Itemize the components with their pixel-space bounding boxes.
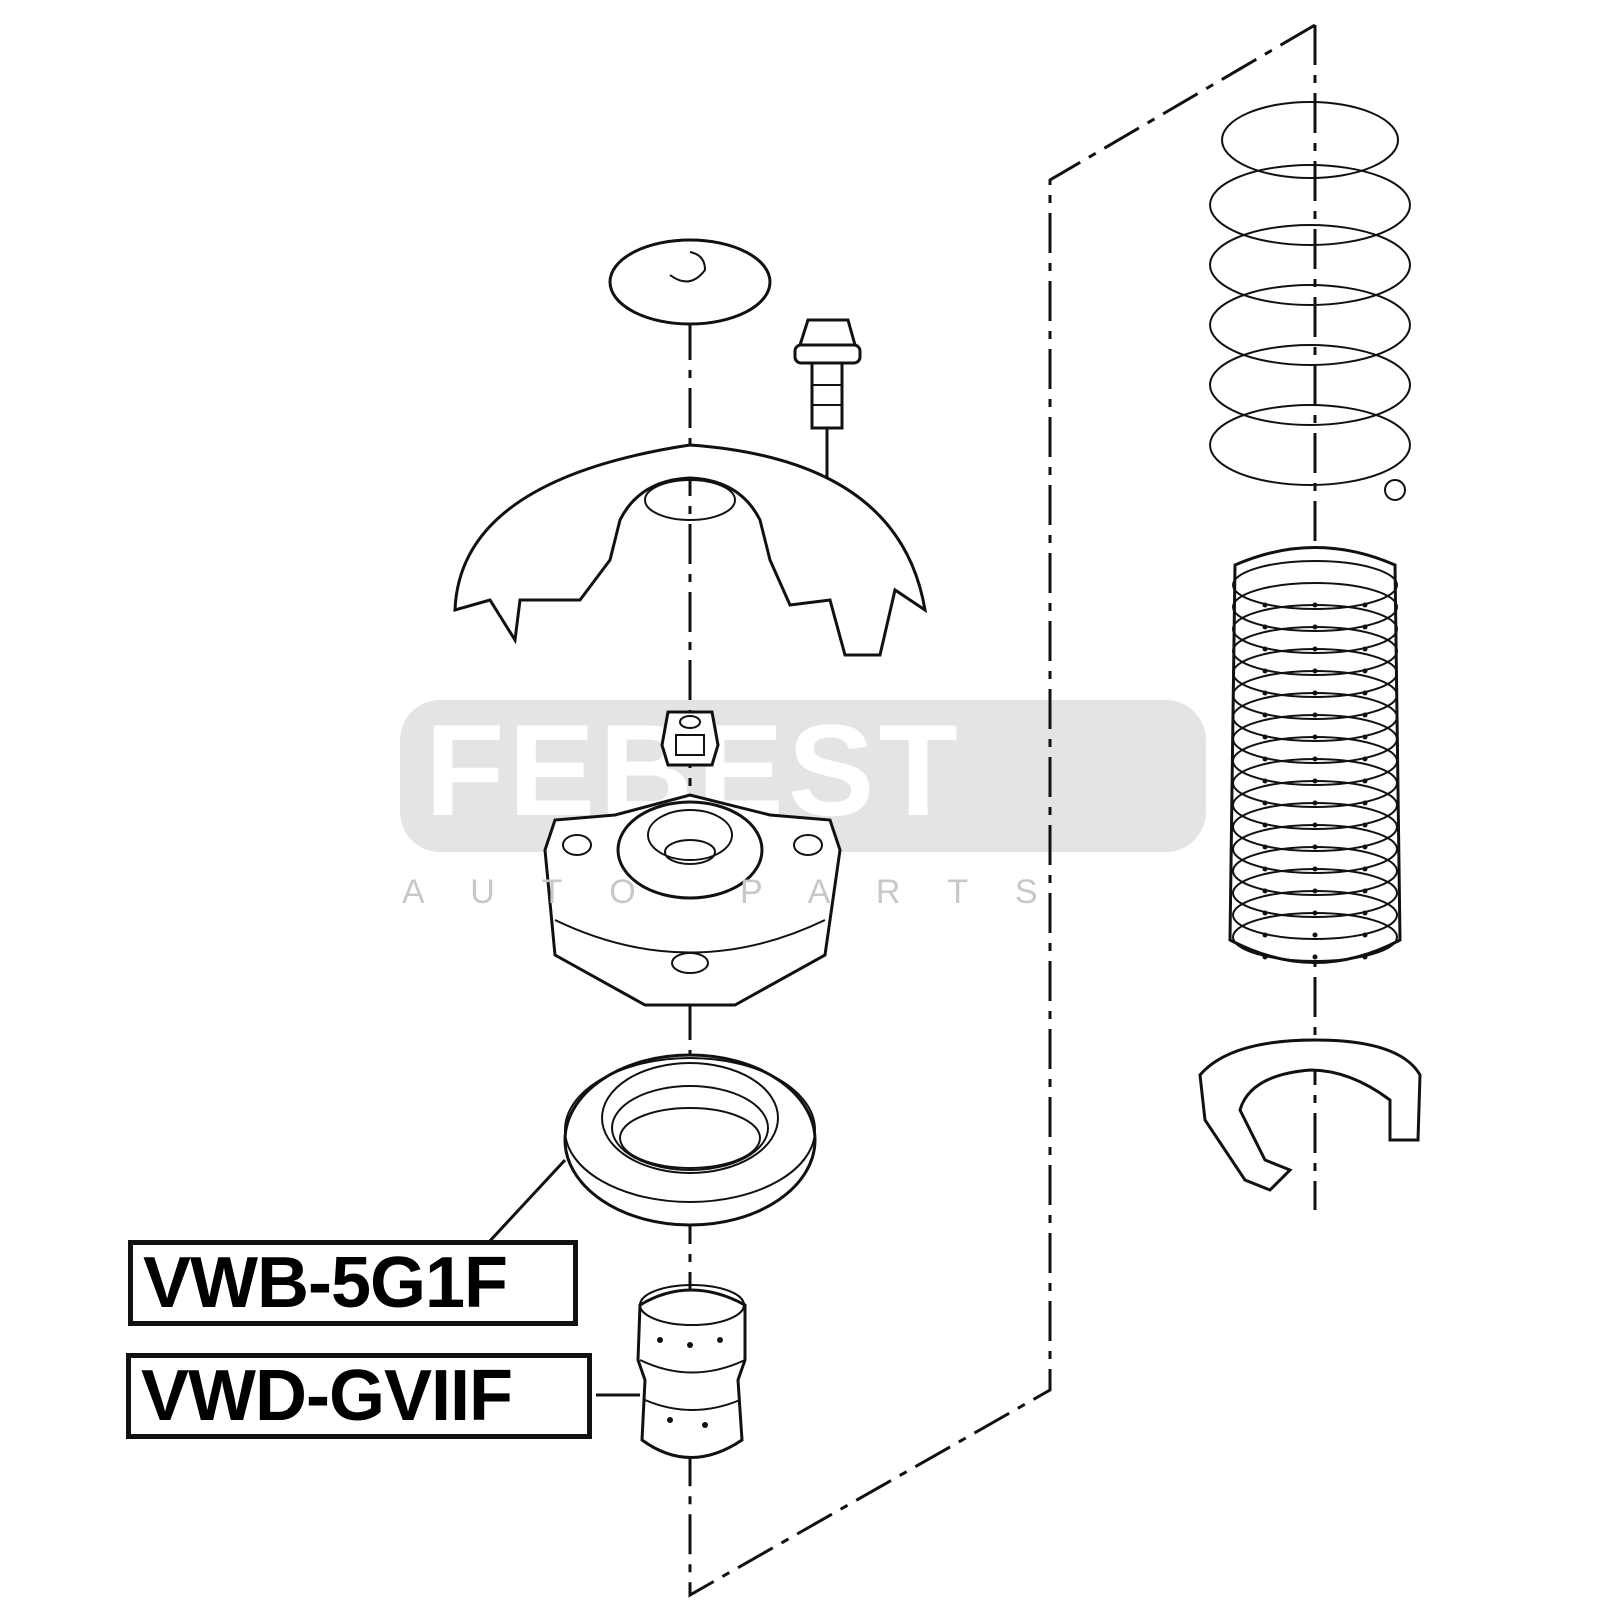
- boot-dot: [1362, 734, 1368, 740]
- boot-dot: [1362, 888, 1368, 894]
- boot-dot: [1262, 866, 1268, 872]
- boot-dot: [1362, 910, 1368, 916]
- boot-dot: [1312, 932, 1318, 938]
- boot-dot: [1262, 932, 1268, 938]
- boot-dot: [1362, 668, 1368, 674]
- boot-ring: [1232, 714, 1398, 764]
- boot-dot: [1362, 844, 1368, 850]
- boot-ring: [1232, 868, 1398, 918]
- boot-dot: [1362, 778, 1368, 784]
- watermark: FEBEST: [400, 697, 1206, 852]
- boot-ring: [1232, 846, 1398, 896]
- boot-dot: [1362, 756, 1368, 762]
- dust-boot: [1228, 546, 1402, 964]
- assembly-plane-outline: [688, 23, 1316, 1598]
- boot-dot: [1262, 954, 1268, 960]
- boot-dot: [1362, 624, 1368, 630]
- boot-dot: [1262, 602, 1268, 608]
- boot-ring: [1232, 582, 1398, 632]
- boot-dot: [1262, 712, 1268, 718]
- boot-dot: [1362, 954, 1368, 960]
- boot-ring: [1232, 824, 1398, 874]
- bolt: [793, 318, 862, 575]
- boot-dot: [1262, 888, 1268, 894]
- strut-bearing: [563, 1053, 817, 1227]
- boot-dot: [1362, 602, 1368, 608]
- coil-spring: [1209, 101, 1411, 501]
- boot-ring: [1232, 692, 1398, 742]
- boot-dot: [1262, 734, 1268, 740]
- boot-dot: [1262, 822, 1268, 828]
- boot-dot: [1362, 646, 1368, 652]
- lower-spring-seat: [1198, 1038, 1422, 1192]
- part-label-bump-stop: VWD-GVIIF: [126, 1353, 592, 1439]
- boot-dot: [1362, 822, 1368, 828]
- boot-ring: [1232, 560, 1398, 610]
- upper-spring-seat: [453, 443, 928, 657]
- boot-ring: [1232, 912, 1398, 962]
- boot-dot: [1262, 800, 1268, 806]
- boot-ring: [1232, 758, 1398, 808]
- boot-ring: [1232, 780, 1398, 830]
- boot-dot: [1362, 932, 1368, 938]
- boot-dot: [1362, 800, 1368, 806]
- boot-dot: [1312, 954, 1318, 960]
- dust-cap: [608, 238, 772, 326]
- boot-ring: [1232, 890, 1398, 940]
- boot-dot: [1262, 690, 1268, 696]
- boot-dot: [1262, 668, 1268, 674]
- boot-dot: [1362, 866, 1368, 872]
- boot-dot: [1262, 756, 1268, 762]
- boot-dot: [1262, 844, 1268, 850]
- boot-ring: [1232, 604, 1398, 654]
- leader-line-bearing: [486, 1158, 567, 1245]
- boot-ring: [1232, 670, 1398, 720]
- strut-mount: [543, 793, 842, 1007]
- boot-ring: [1232, 648, 1398, 698]
- boot-dot: [1262, 646, 1268, 652]
- boot-ring: [1232, 626, 1398, 676]
- boot-dot: [1262, 624, 1268, 630]
- bump-stop: [636, 1284, 747, 1459]
- boot-dot: [1362, 712, 1368, 718]
- nut: [660, 710, 720, 767]
- part-label-bearing: VWB-5G1F: [128, 1240, 578, 1326]
- boot-dot: [1362, 690, 1368, 696]
- boot-dot: [1262, 910, 1268, 916]
- boot-ring: [1232, 802, 1398, 852]
- boot-dot: [1262, 778, 1268, 784]
- boot-ring: [1232, 736, 1398, 786]
